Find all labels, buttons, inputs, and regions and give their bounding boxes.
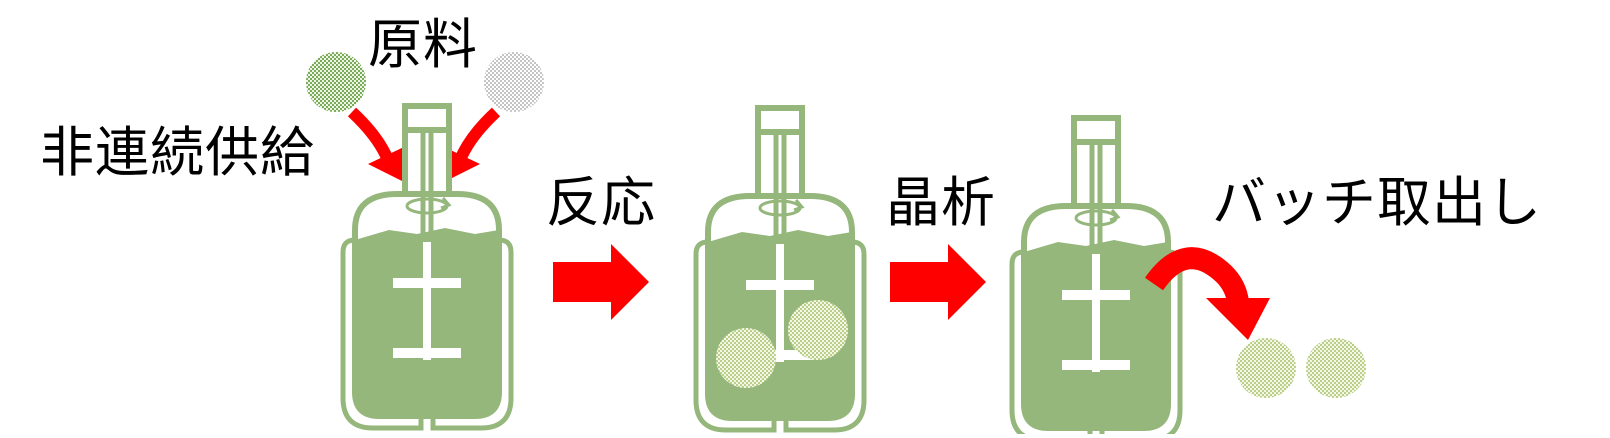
label-reaction: 反応 bbox=[546, 171, 656, 234]
reactor-vessel-icon-1 bbox=[343, 106, 511, 428]
product-particle-1 bbox=[1236, 338, 1296, 398]
crystal-particle-2 bbox=[788, 300, 848, 360]
arrow-right-icon-2 bbox=[890, 244, 986, 320]
label-crystallization: 晶析 bbox=[886, 171, 996, 234]
raw-material-particle-gray bbox=[484, 52, 544, 112]
arrow-right-icon-1 bbox=[553, 244, 649, 320]
label-batch-removal: バッチ取出し bbox=[1212, 171, 1542, 234]
raw-material-particle-green bbox=[306, 52, 366, 112]
product-particle-2 bbox=[1306, 338, 1366, 398]
reactor-vessel-icon-2 bbox=[696, 108, 864, 430]
label-intermittent-feed: 非連続供給 bbox=[40, 121, 315, 184]
crystal-particle-1 bbox=[716, 328, 776, 388]
feed-arrow-left-icon bbox=[347, 107, 406, 182]
discharge-arrow-icon bbox=[1144, 247, 1270, 340]
label-raw-material: 原料 bbox=[368, 13, 478, 76]
